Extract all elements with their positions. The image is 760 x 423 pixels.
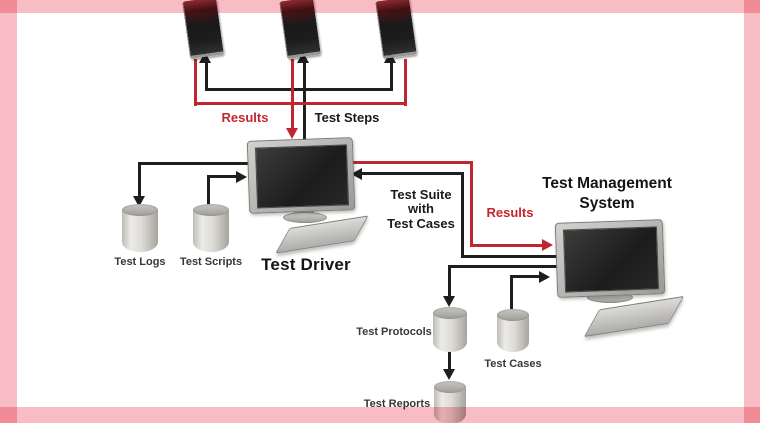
line-segment — [448, 265, 557, 268]
border-band-bottom — [0, 407, 760, 423]
tms-monitor-icon — [554, 219, 666, 298]
line-segment — [404, 59, 407, 106]
line-segment — [207, 175, 237, 178]
node-label-test-logs: Test Logs — [114, 256, 166, 268]
line-segment — [461, 172, 464, 258]
edge-label-line: with — [408, 201, 434, 217]
line-segment — [205, 62, 208, 90]
line-segment — [510, 275, 540, 278]
test-cases-cylinder-icon — [497, 309, 529, 352]
arrowhead-right — [539, 271, 550, 283]
line-segment — [205, 88, 393, 91]
line-segment — [448, 351, 451, 370]
border-band-right — [744, 0, 760, 423]
line-segment — [194, 59, 197, 106]
test-scripts-cylinder-icon — [193, 204, 229, 252]
arrowhead-down — [443, 296, 455, 307]
node-label-test-scripts: Test Scripts — [179, 256, 243, 268]
cylinder-body — [122, 210, 158, 252]
edge-label-results-right: Results — [486, 205, 534, 220]
edge-label-results-top: Results — [221, 110, 269, 125]
line-segment — [291, 59, 294, 129]
monitor-screen — [254, 144, 350, 209]
node-label-line: System — [579, 195, 635, 213]
edge-label-test-steps: Test Steps — [314, 110, 380, 125]
line-segment — [352, 161, 473, 164]
cylinder-top — [497, 309, 529, 321]
line-segment — [303, 62, 306, 141]
cylinder-top — [434, 381, 466, 393]
monitor-screen — [562, 226, 660, 293]
cylinder-body — [497, 315, 529, 352]
node-label-line: Test Management — [542, 175, 672, 192]
cylinder-top — [193, 204, 229, 216]
line-segment — [448, 265, 451, 296]
line-segment — [390, 62, 393, 90]
monitor-base — [283, 212, 327, 223]
edge-label-line: Test Suite — [390, 187, 452, 202]
edge-label-line: Test Cases — [387, 215, 455, 231]
line-segment — [361, 172, 464, 175]
border-band-left — [0, 0, 17, 423]
edge-label-test-suite: Test Suite with Test Cases — [386, 187, 456, 231]
test-driver-monitor-icon — [246, 137, 356, 214]
arrowhead-down — [286, 128, 298, 139]
arrowhead-right — [236, 171, 247, 183]
cylinder-top — [433, 307, 467, 319]
line-segment — [207, 175, 210, 206]
arrowhead-up — [199, 52, 211, 63]
line-segment — [470, 244, 543, 247]
arrowhead-down — [443, 369, 455, 380]
node-label-test-protocols: Test Protocols — [356, 326, 432, 338]
node-label-test-management-system: Test Management System — [537, 174, 677, 214]
line-segment — [470, 161, 473, 247]
cylinder-top — [122, 204, 158, 216]
line-segment — [194, 102, 407, 105]
test-protocols-cylinder-icon — [433, 307, 467, 352]
line-segment — [138, 162, 141, 196]
arrowhead-down — [133, 196, 145, 207]
line-segment — [510, 275, 513, 312]
test-logs-cylinder-icon — [122, 204, 158, 252]
line-segment — [138, 162, 250, 165]
cylinder-body — [193, 210, 229, 252]
node-label-test-driver: Test Driver — [261, 255, 351, 274]
arrowhead-up — [297, 52, 309, 63]
node-label-test-cases: Test Cases — [484, 358, 542, 370]
arrowhead-right — [542, 239, 553, 251]
border-band-top — [0, 0, 760, 13]
line-segment — [461, 255, 557, 258]
cylinder-body — [433, 313, 467, 352]
arrowhead-left — [351, 168, 362, 180]
